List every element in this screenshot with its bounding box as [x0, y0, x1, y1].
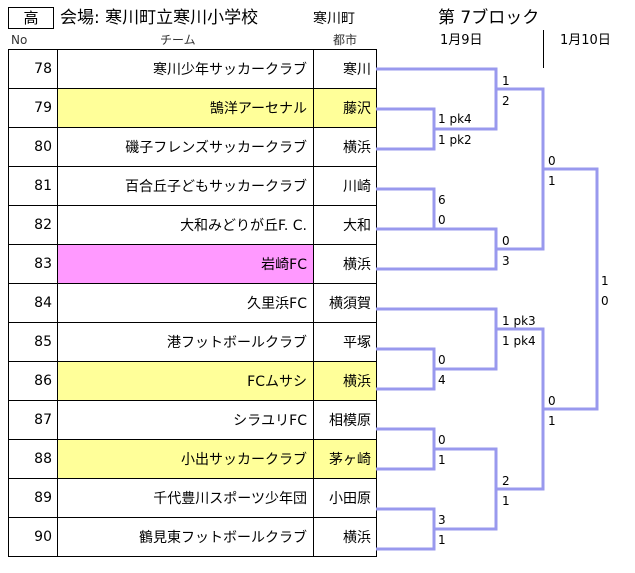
- team-city: 川崎: [313, 166, 377, 206]
- match-score: 2: [502, 94, 510, 108]
- team-name: 千代豊川スポーツ少年団: [57, 478, 314, 518]
- match-score: 3: [502, 254, 510, 268]
- match-score: 1 pk4: [438, 112, 472, 126]
- match-score: 1 pk3: [502, 314, 536, 328]
- match-score: 1 pk2: [438, 133, 472, 147]
- team-name: 鶴見東フットボールクラブ: [57, 517, 314, 557]
- team-city: 寒川: [313, 49, 377, 89]
- match-score: 0: [601, 294, 609, 308]
- match-score: 1: [502, 494, 510, 508]
- team-name: 磯子フレンズサッカークラブ: [57, 127, 314, 167]
- team-name: 大和みどりが丘F. C.: [57, 205, 314, 245]
- team-number: 87: [8, 400, 58, 440]
- final: [543, 167, 599, 411]
- team-number: 88: [8, 439, 58, 479]
- team-number: 90: [8, 517, 58, 557]
- match-score: 1: [548, 414, 556, 428]
- team-city: 横浜: [313, 244, 377, 284]
- team-number: 86: [8, 361, 58, 401]
- team-name: 鵠洋アーセナル: [57, 88, 314, 128]
- column-header-team: チーム: [160, 33, 196, 47]
- match-score: 1: [438, 533, 446, 547]
- team-name: FCムサシ: [57, 361, 314, 401]
- match-score: 6: [438, 193, 446, 207]
- team-city: 大和: [313, 205, 377, 245]
- match-score: 0: [438, 433, 446, 447]
- round2-date: 1月10日: [560, 33, 611, 48]
- match-score: 0: [502, 234, 510, 248]
- semifinal-top: [496, 87, 545, 251]
- semifinal-bottom: [496, 327, 545, 491]
- match-score: 0: [548, 394, 556, 408]
- team-city: 相模原: [313, 400, 377, 440]
- match-score: 2: [502, 474, 510, 488]
- match-89-90: [376, 507, 436, 551]
- round-divider: [543, 30, 544, 68]
- match-78-vs-79-80: [376, 67, 498, 131]
- team-city: 茅ヶ崎: [313, 439, 377, 479]
- team-city: 藤沢: [313, 88, 377, 128]
- match-score: 1 pk4: [502, 334, 536, 348]
- match-score: 1: [502, 74, 510, 88]
- match-score: 0: [438, 213, 446, 227]
- block-title: 第 7ブロック: [438, 8, 540, 28]
- town-label: 寒川町: [313, 11, 355, 27]
- team-name: 寒川少年サッカークラブ: [57, 49, 314, 89]
- match-87-88: [376, 427, 436, 471]
- match-81-82: [376, 187, 436, 231]
- team-number: 89: [8, 478, 58, 518]
- match-score: 1: [438, 453, 446, 467]
- match-score: 4: [438, 373, 446, 387]
- match-score: 1: [548, 174, 556, 188]
- match-81-82-vs-83: [376, 227, 498, 271]
- match-score: 0: [548, 154, 556, 168]
- team-name: シラユリFC: [57, 400, 314, 440]
- match-79-80: [376, 107, 436, 151]
- match-score: 1: [601, 274, 609, 288]
- team-name: 小出サッカークラブ: [57, 439, 314, 479]
- match-score: 3: [438, 513, 446, 527]
- match-84-vs-85-86: [376, 307, 498, 371]
- column-header-no: No: [11, 33, 28, 47]
- team-number: 79: [8, 88, 58, 128]
- match-85-86: [376, 347, 436, 391]
- team-city: 横浜: [313, 361, 377, 401]
- column-header-city: 都市: [333, 33, 358, 47]
- match-score: 0: [438, 353, 446, 367]
- team-city: 横浜: [313, 127, 377, 167]
- round1-date: 1月9日: [440, 33, 483, 48]
- team-city: 横浜: [313, 517, 377, 557]
- grade-label: 高: [8, 7, 54, 29]
- team-city: 小田原: [313, 478, 377, 518]
- venue-title: 会場: 寒川町立寒川小学校: [60, 8, 259, 28]
- team-number: 81: [8, 166, 58, 206]
- team-city: 横須賀: [313, 283, 377, 323]
